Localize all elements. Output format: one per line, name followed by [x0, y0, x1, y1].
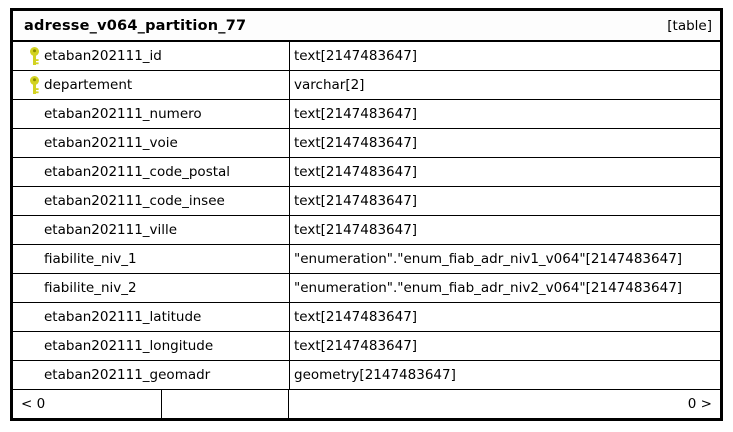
column-type: text[2147483647]	[294, 135, 418, 151]
column-type: geometry[2147483647]	[294, 367, 456, 383]
column-type-cell: text[2147483647]	[290, 129, 720, 157]
column-name-cell: etaban202111_code_postal	[13, 158, 290, 186]
column-type-cell: text[2147483647]	[290, 216, 720, 244]
table-header: adresse_v064_partition_77 [table]	[13, 11, 720, 42]
column-name: etaban202111_code_postal	[44, 164, 231, 180]
table-row: fiabilite_niv_1 "enumeration"."enum_fiab…	[13, 245, 720, 274]
column-name: departement	[44, 77, 133, 93]
table-row: etaban202111_code_postal text[2147483647…	[13, 158, 720, 187]
column-type-cell: "enumeration"."enum_fiab_adr_niv2_v064"[…	[290, 274, 720, 302]
column-name: etaban202111_longitude	[44, 338, 214, 354]
column-name: etaban202111_voie	[44, 135, 178, 151]
table-row: departement varchar[2]	[13, 71, 720, 100]
column-type-cell: text[2147483647]	[290, 42, 720, 70]
column-name-cell: etaban202111_ville	[13, 216, 290, 244]
column-name: etaban202111_id	[44, 48, 162, 64]
footer-spacer-cell	[162, 390, 289, 418]
column-type: text[2147483647]	[294, 106, 418, 122]
column-type-cell: text[2147483647]	[290, 100, 720, 128]
column-type: text[2147483647]	[294, 164, 418, 180]
parents-count: < 0	[13, 390, 162, 418]
column-name: etaban202111_numero	[44, 106, 202, 122]
column-name: fiabilite_niv_2	[44, 280, 137, 296]
column-type: text[2147483647]	[294, 338, 418, 354]
column-name: etaban202111_code_insee	[44, 193, 225, 209]
column-type: text[2147483647]	[294, 48, 418, 64]
table-kind-badge: [table]	[667, 17, 712, 34]
column-name-cell: etaban202111_longitude	[13, 332, 290, 360]
column-name-cell: etaban202111_numero	[13, 100, 290, 128]
column-name: etaban202111_ville	[44, 222, 178, 238]
column-name: etaban202111_latitude	[44, 309, 202, 325]
column-type-cell: varchar[2]	[290, 71, 720, 99]
column-name-cell: etaban202111_code_insee	[13, 187, 290, 215]
table-row: etaban202111_latitude text[2147483647]	[13, 303, 720, 332]
columns-list: etaban202111_id text[2147483647] departe…	[13, 42, 720, 390]
table-row: fiabilite_niv_2 "enumeration"."enum_fiab…	[13, 274, 720, 303]
column-type-cell: geometry[2147483647]	[290, 361, 720, 389]
table-node[interactable]: adresse_v064_partition_77 [table] etaban…	[10, 8, 723, 421]
column-type: "enumeration"."enum_fiab_adr_niv2_v064"[…	[294, 280, 683, 296]
table-row: etaban202111_ville text[2147483647]	[13, 216, 720, 245]
column-name-cell: fiabilite_niv_2	[13, 274, 290, 302]
table-row: etaban202111_geomadr geometry[2147483647…	[13, 361, 720, 390]
column-name-cell: etaban202111_id	[13, 42, 290, 70]
column-name-cell: fiabilite_niv_1	[13, 245, 290, 273]
column-type: varchar[2]	[294, 77, 365, 93]
column-type: text[2147483647]	[294, 222, 418, 238]
table-row: etaban202111_voie text[2147483647]	[13, 129, 720, 158]
primary-key-icon	[30, 76, 39, 94]
column-type-cell: text[2147483647]	[290, 332, 720, 360]
children-count: 0 >	[687, 396, 712, 412]
primary-key-icon	[30, 47, 39, 65]
column-type-cell: text[2147483647]	[290, 158, 720, 186]
table-row: etaban202111_id text[2147483647]	[13, 42, 720, 71]
column-name-cell: etaban202111_voie	[13, 129, 290, 157]
table-row: etaban202111_code_insee text[2147483647]	[13, 187, 720, 216]
column-name-cell: departement	[13, 71, 290, 99]
table-title: adresse_v064_partition_77	[24, 17, 247, 34]
column-type: text[2147483647]	[294, 309, 418, 325]
table-row: etaban202111_numero text[2147483647]	[13, 100, 720, 129]
column-name: etaban202111_geomadr	[44, 367, 211, 383]
column-type: "enumeration"."enum_fiab_adr_niv1_v064"[…	[294, 251, 683, 267]
column-type-cell: "enumeration"."enum_fiab_adr_niv1_v064"[…	[290, 245, 720, 273]
column-type: text[2147483647]	[294, 193, 418, 209]
column-name-cell: etaban202111_geomadr	[13, 361, 290, 389]
table-footer: < 0 0 >	[13, 390, 720, 418]
column-name: fiabilite_niv_1	[44, 251, 137, 267]
column-type-cell: text[2147483647]	[290, 187, 720, 215]
table-row: etaban202111_longitude text[2147483647]	[13, 332, 720, 361]
column-type-cell: text[2147483647]	[290, 303, 720, 331]
column-name-cell: etaban202111_latitude	[13, 303, 290, 331]
